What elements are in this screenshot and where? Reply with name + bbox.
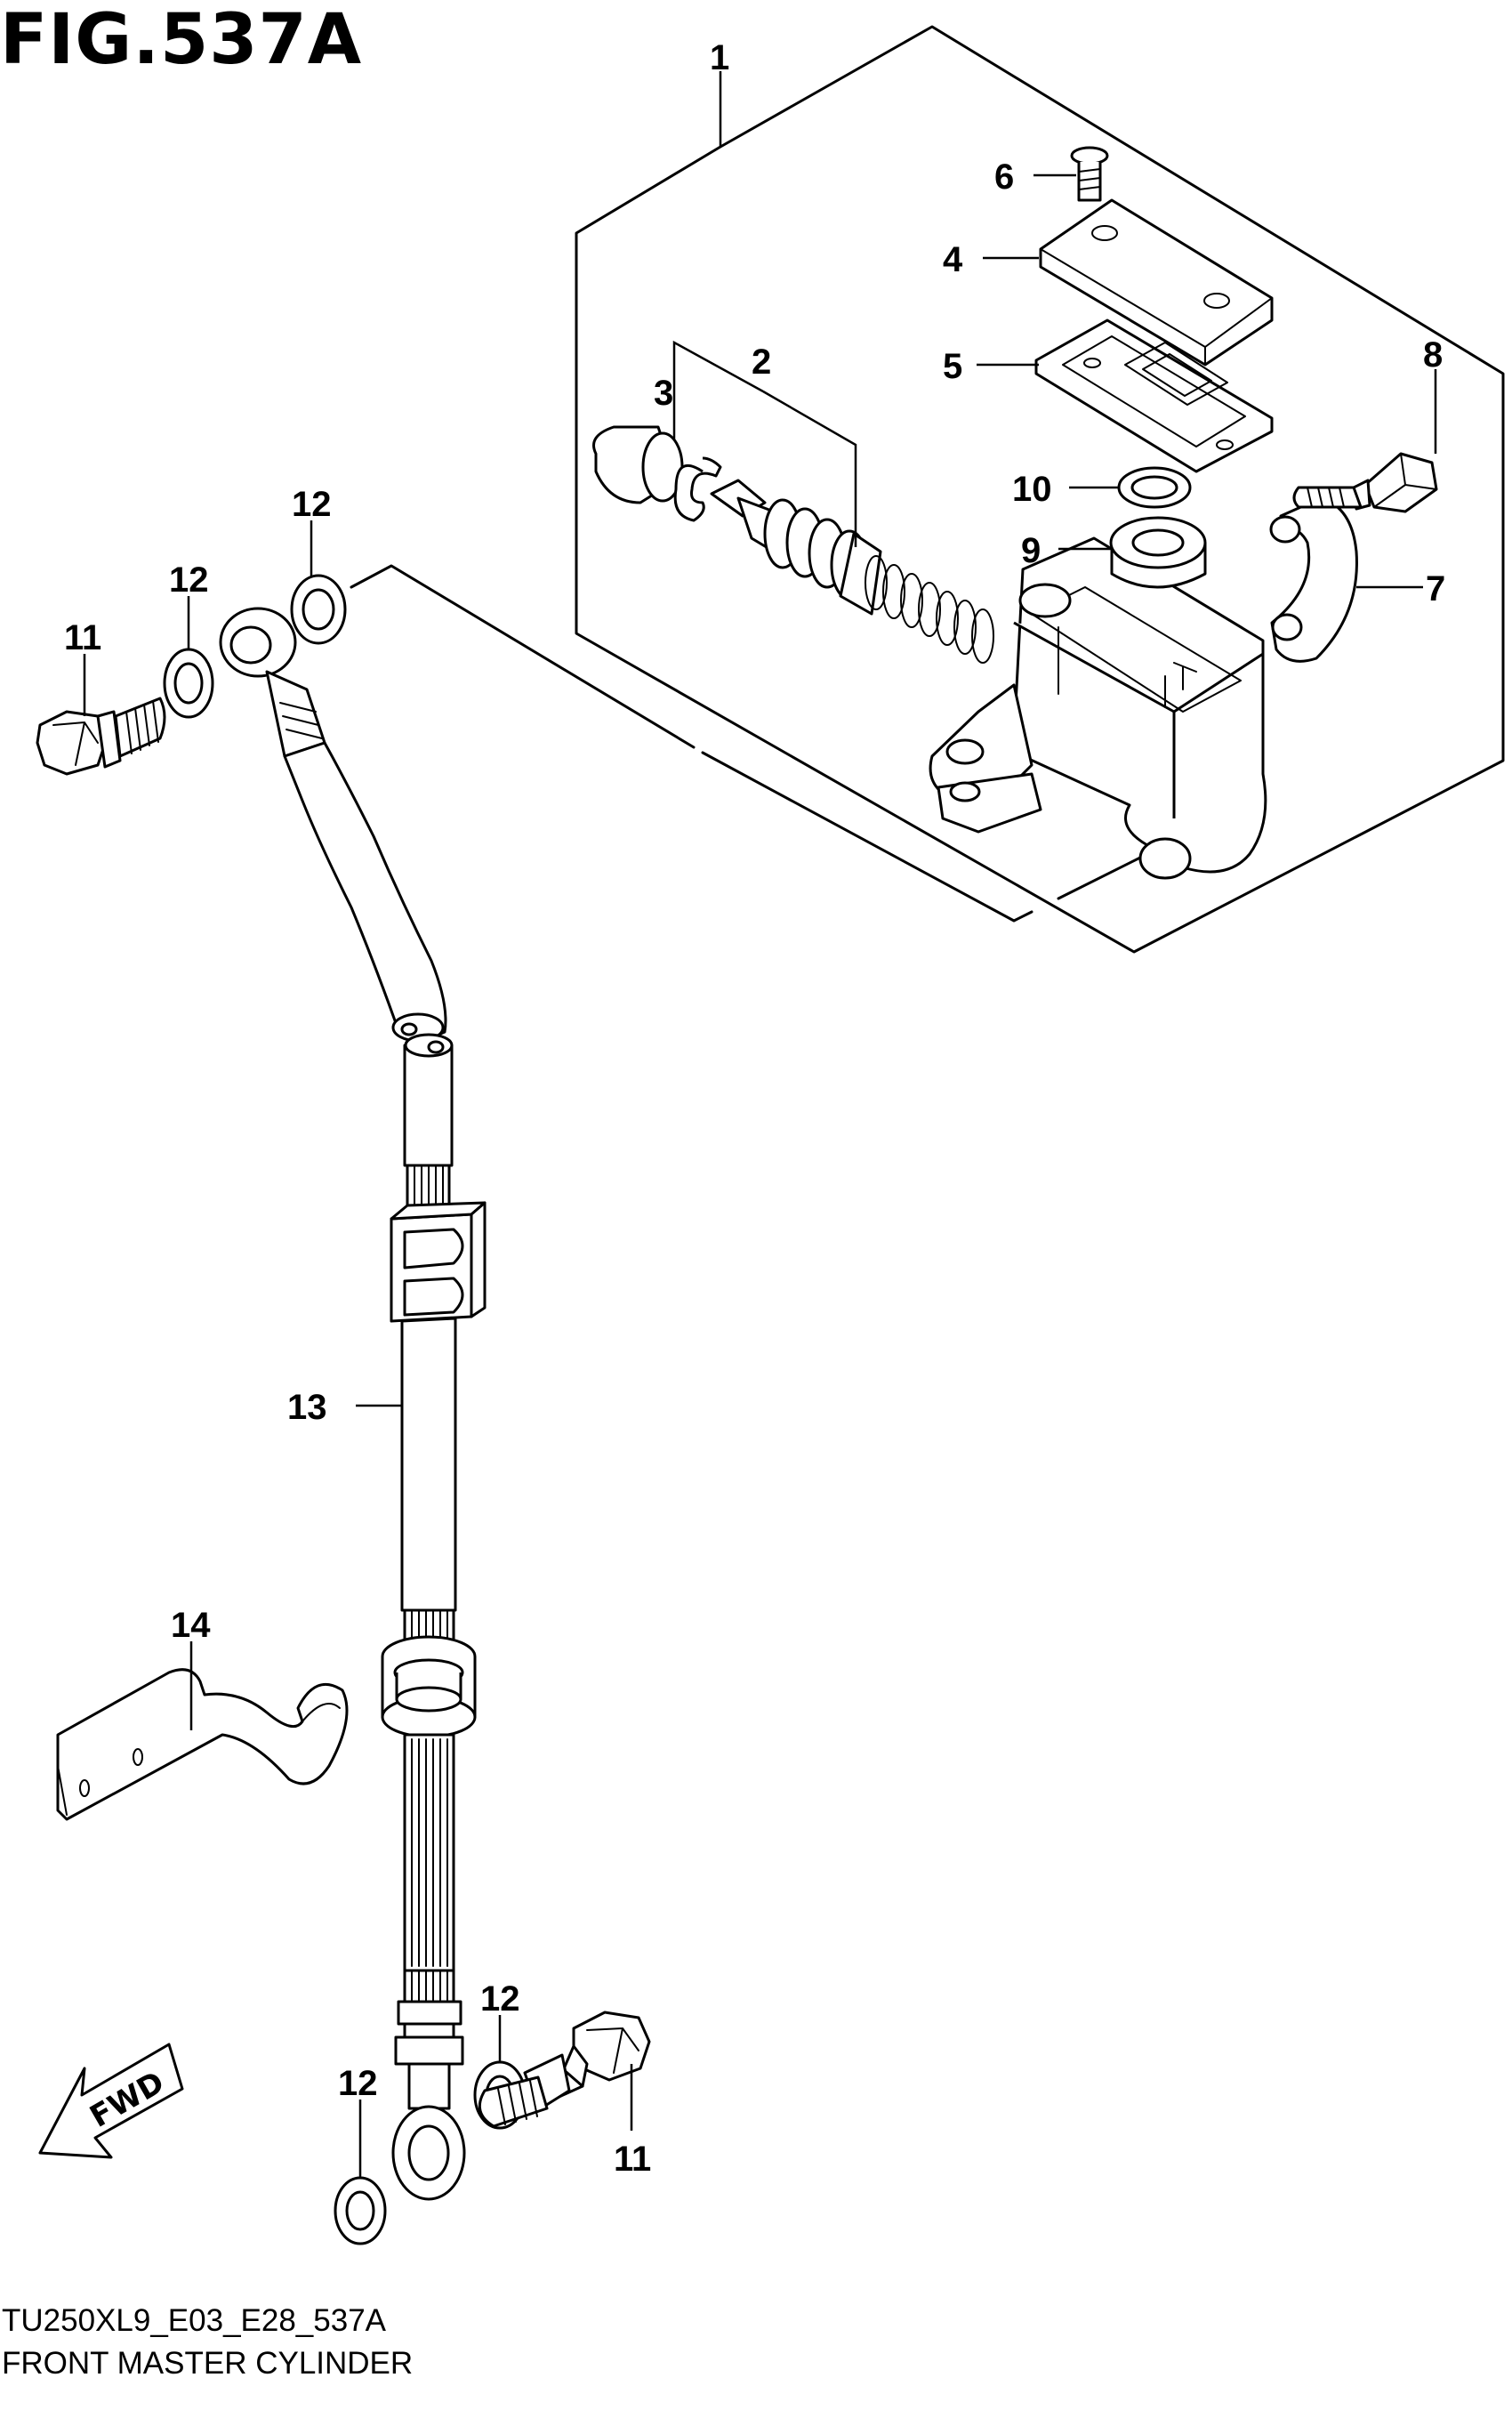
callout-labels: 1 2 3 4 5 6 7 8 9 10 11 11 12 12 12 12 1… [64,38,1445,2179]
spring-coils [865,555,994,664]
brake-hose-main [381,1033,487,2201]
hose-collar [381,1635,477,1738]
cap-screw [1070,146,1109,202]
callout-14: 14 [171,1606,211,1645]
figure-title: FIG.537A [0,0,363,80]
fwd-arrow: FWD [38,2043,184,2159]
circlip [673,456,722,522]
callout-1: 1 [710,38,729,77]
reservoir-bushing [1109,516,1207,589]
diaphragm-plate [1034,318,1274,473]
banjo-bolt-upper [36,697,166,776]
reservoir-cap [1039,198,1274,367]
callout-13: 13 [287,1388,327,1427]
handlebar-clamp [1269,496,1358,663]
callout-12-upper-right: 12 [292,485,332,524]
piston-cup [592,425,684,504]
banjo-bolt-lower [478,2011,651,2128]
callout-10: 10 [1012,470,1052,509]
hose-connection-line [350,564,1149,923]
callout-4: 4 [943,240,963,279]
washer-lower-left [334,2176,387,2245]
caption-part-name: FRONT MASTER CYLINDER [2,2346,414,2381]
hose-bracket [56,1668,349,1821]
caption-model-code: TU250XL9_E03_E28_537A [2,2303,387,2338]
master-cylinder-body [929,536,1267,880]
callout-11-upper: 11 [64,618,101,657]
callout-3: 3 [654,374,673,413]
callout-12-upper-left: 12 [169,560,209,600]
o-ring [1117,466,1192,509]
callout-9: 9 [1021,531,1041,570]
assembly-outline [575,25,1505,954]
clamp-bolt [1292,452,1438,513]
callout-leaders [83,71,1437,2178]
callout-2: 2 [752,343,771,382]
piston-spring-assembly [710,479,994,664]
washer-upper-left [163,648,214,719]
callout-7: 7 [1426,569,1445,609]
callout-8: 8 [1423,335,1443,375]
washer-upper-right [290,574,347,645]
callout-11-lower: 11 [614,2140,651,2179]
hose-lower-fitting [391,2000,466,2201]
upper-brake-hose [219,607,447,1043]
callout-12-lower-left: 12 [338,2064,378,2103]
callout-12-lower-right: 12 [480,1979,520,2019]
callout-6: 6 [994,157,1014,197]
hose-grommet [390,1201,487,1323]
callout-5: 5 [943,347,962,386]
